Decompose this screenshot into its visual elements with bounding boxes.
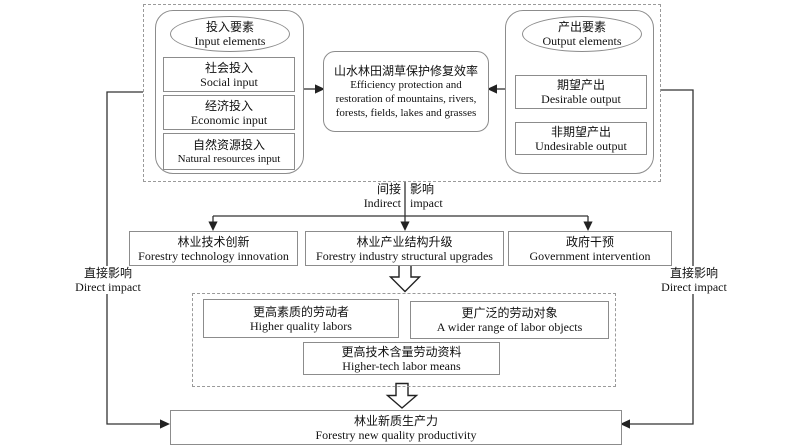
efficiency-en-line2: restoration of mountains, rivers,	[335, 92, 477, 105]
direct-left-zh: 直接影响	[83, 266, 132, 280]
social-input-zh: 社会投入	[204, 60, 253, 75]
arrow-down-icon	[208, 221, 218, 231]
direct-impact-left-line	[106, 91, 161, 425]
social-input-box: 社会投入 Social input	[163, 57, 295, 92]
direct-right-en: Direct impact	[661, 280, 727, 294]
industry-upgrades-zh: 林业产业结构升级	[356, 234, 453, 249]
desirable-output-box: 期望产出 Desirable output	[515, 75, 647, 109]
indirect-en-left: Indirect	[363, 196, 401, 210]
economic-input-zh: 经济投入	[204, 98, 253, 113]
tech-innovation-zh: 林业技术创新	[177, 234, 250, 249]
forestry-technology-innovation-box: 林业技术创新 Forestry technology innovation	[129, 231, 298, 266]
efficiency-zh: 山水林田湖草保护修复效率	[333, 63, 478, 78]
input-elements-ellipse: 投入要素 Input elements	[170, 16, 290, 52]
output-elements-title-zh: 产出要素	[557, 20, 606, 34]
arrow-right-icon	[160, 419, 170, 429]
direct-impact-right-line	[629, 89, 694, 425]
undesirable-output-zh: 非期望产出	[550, 124, 611, 139]
government-intervention-en: Government intervention	[529, 248, 651, 263]
arrow-left-icon	[620, 419, 630, 429]
top-dashed-group	[143, 4, 661, 182]
higher-quality-labors-zh: 更高素质的劳动者	[252, 304, 349, 319]
indirect-impact-label-left: 间接 Indirect	[318, 182, 401, 210]
efficiency-center-box: 山水林田湖草保护修复效率 Efficiency protection and r…	[323, 51, 489, 132]
government-intervention-box: 政府干预 Government intervention	[508, 231, 672, 266]
economic-input-en: Economic input	[190, 112, 268, 127]
higher-tech-labor-means-zh: 更高技术含量劳动资料	[341, 344, 462, 359]
direct-impact-label-right: 直接影响 Direct impact	[643, 266, 745, 294]
wider-labor-objects-zh: 更广泛的劳动对象	[461, 306, 558, 320]
efficiency-en-line1: Efficiency protection and	[350, 78, 462, 91]
higher-tech-labor-means-en: Higher-tech labor means	[342, 358, 461, 373]
output-elements-ellipse: 产出要素 Output elements	[522, 16, 642, 52]
higher-tech-labor-means-box: 更高技术含量劳动资料 Higher-tech labor means	[303, 342, 500, 375]
hollow-arrow-down-icon	[388, 263, 422, 293]
indirect-zh-left: 间接	[376, 182, 401, 196]
economic-input-box: 经济投入 Economic input	[163, 95, 295, 130]
new-quality-productivity-zh: 林业新质生产力	[353, 413, 438, 428]
tech-innovation-en: Forestry technology innovation	[138, 248, 289, 263]
input-elements-title-zh: 投入要素	[205, 20, 254, 34]
social-input-en: Social input	[200, 74, 258, 89]
forestry-industry-upgrades-box: 林业产业结构升级 Forestry industry structural up…	[305, 231, 504, 266]
efficiency-en-line3: forests, fields, lakes and grasses	[335, 106, 477, 119]
undesirable-output-box: 非期望产出 Undesirable output	[515, 122, 647, 155]
direct-right-zh: 直接影响	[669, 266, 718, 280]
higher-quality-labors-en: Higher quality labors	[250, 318, 352, 333]
industry-upgrades-en: Forestry industry structural upgrades	[316, 248, 493, 263]
labor-dashed-group	[192, 293, 616, 387]
wider-labor-objects-en: A wider range of labor objects	[436, 320, 583, 334]
government-intervention-zh: 政府干预	[565, 234, 614, 249]
new-quality-productivity-en: Forestry new quality productivity	[315, 427, 477, 442]
undesirable-output-en: Undesirable output	[535, 138, 627, 153]
direct-impact-label-left: 直接影响 Direct impact	[57, 266, 159, 294]
desirable-output-zh: 期望产出	[556, 78, 605, 92]
indirect-en-right: impact	[410, 196, 443, 210]
input-elements-title-en: Input elements	[194, 34, 266, 48]
natural-resources-input-zh: 自然资源投入	[192, 137, 265, 152]
higher-quality-labors-box: 更高素质的劳动者 Higher quality labors	[203, 299, 399, 338]
forestry-new-quality-productivity-box: 林业新质生产力 Forestry new quality productivit…	[170, 410, 622, 445]
arrow-left-icon	[487, 84, 497, 94]
arrow-down-icon	[583, 221, 593, 231]
indirect-zh-right: 影响	[410, 182, 435, 196]
direct-left-en: Direct impact	[75, 280, 141, 294]
arrow-down-icon	[400, 221, 410, 231]
natural-resources-input-box: 自然资源投入 Natural resources input	[163, 133, 295, 170]
arrow-right-icon	[315, 84, 325, 94]
wider-labor-objects-box: 更广泛的劳动对象 A wider range of labor objects	[410, 301, 609, 339]
output-elements-title-en: Output elements	[542, 34, 622, 48]
hollow-arrow-down-icon	[385, 382, 419, 409]
desirable-output-en: Desirable output	[541, 92, 621, 106]
natural-resources-input-en: Natural resources input	[177, 152, 281, 165]
indirect-impact-label-right: 影响 impact	[410, 182, 500, 210]
